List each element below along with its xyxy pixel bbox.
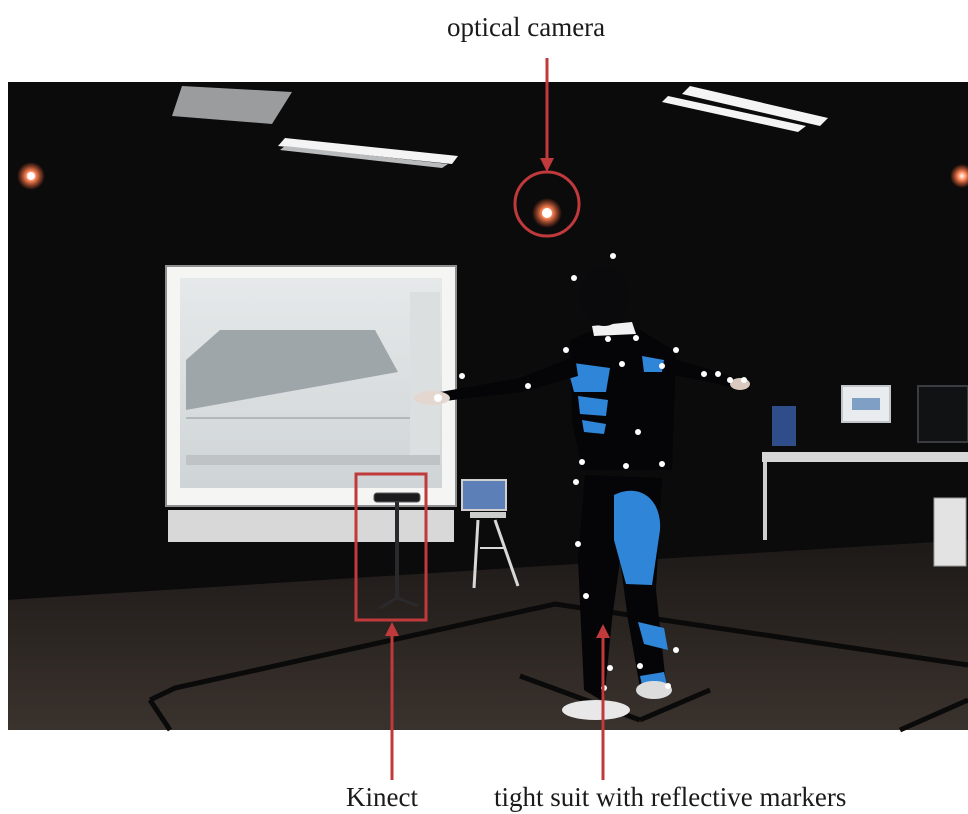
floor xyxy=(8,540,968,730)
kinect-sensor-icon xyxy=(354,472,428,622)
kinect-label: Kinect xyxy=(346,782,418,812)
optical-camera-icon xyxy=(17,162,968,190)
suit-label: tight suit with reflective markers xyxy=(494,782,847,812)
laptop-stand xyxy=(461,479,520,589)
projection-screen xyxy=(165,265,457,542)
ceiling-lights xyxy=(172,86,828,168)
workstation-desk xyxy=(762,385,968,567)
person-in-mocap-suit xyxy=(414,253,750,720)
floor-tape xyxy=(147,601,968,733)
photo xyxy=(8,82,968,733)
optical-camera-label: optical camera xyxy=(447,12,606,42)
annotation-arrows xyxy=(385,58,610,780)
